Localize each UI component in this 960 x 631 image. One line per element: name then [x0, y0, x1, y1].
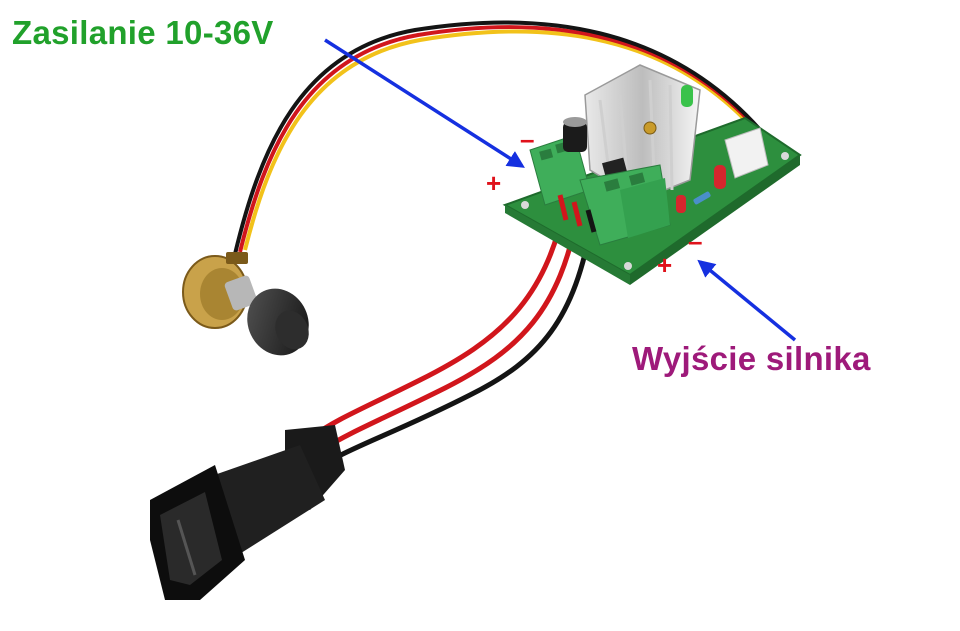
resistor	[693, 191, 711, 205]
power-plus-sign: +	[486, 168, 502, 198]
white-connector	[724, 127, 769, 179]
rocker-switch	[150, 425, 345, 600]
electrolytic-capacitor	[563, 117, 587, 152]
switch-cable	[313, 204, 595, 461]
board-wire-entry	[557, 194, 597, 233]
motor-output-label: Wyjście silnika	[632, 340, 871, 377]
motor-arrow	[697, 259, 797, 342]
green-led	[681, 85, 693, 107]
potentiometer	[182, 252, 309, 356]
heatsink	[584, 64, 701, 201]
red-leds	[676, 165, 726, 213]
motor-plus-sign: +	[657, 250, 673, 280]
power-arrow	[324, 38, 525, 168]
motor-minus-sign: –	[688, 226, 703, 256]
power-minus-sign: –	[520, 124, 535, 154]
potentiometer-cable	[233, 20, 764, 255]
motor-terminal-block	[579, 164, 671, 246]
power-label: Zasilanie 10-36V	[12, 14, 274, 51]
